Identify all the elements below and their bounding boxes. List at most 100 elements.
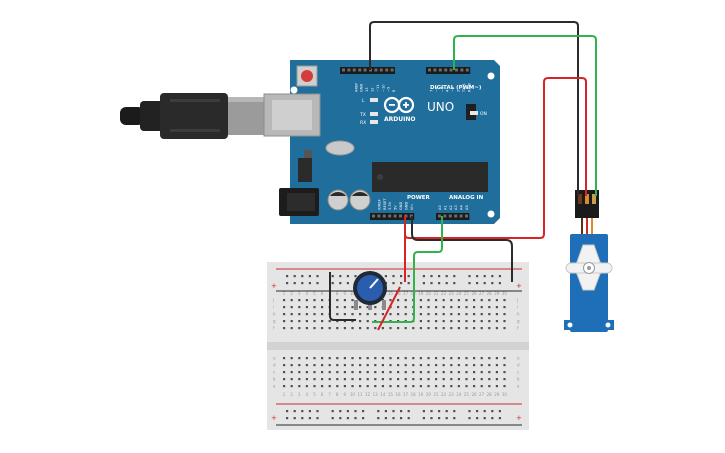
terminal-hole[interactable] — [457, 385, 460, 388]
terminal-hole[interactable] — [283, 385, 286, 388]
terminal-hole[interactable] — [480, 299, 483, 302]
terminal-hole[interactable] — [290, 357, 293, 360]
rail-hole[interactable] — [346, 410, 349, 413]
terminal-hole[interactable] — [381, 385, 384, 388]
terminal-hole[interactable] — [473, 371, 476, 374]
terminal-hole[interactable] — [503, 357, 506, 360]
terminal-hole[interactable] — [343, 357, 346, 360]
terminal-hole[interactable] — [298, 299, 301, 302]
rail-hole[interactable] — [453, 410, 456, 413]
terminal-hole[interactable] — [427, 385, 430, 388]
terminal-hole[interactable] — [419, 357, 422, 360]
digital-header-pin[interactable] — [460, 68, 464, 72]
terminal-hole[interactable] — [427, 357, 430, 360]
rail-hole[interactable] — [331, 275, 334, 278]
terminal-hole[interactable] — [397, 357, 400, 360]
terminal-hole[interactable] — [336, 357, 339, 360]
terminal-hole[interactable] — [435, 371, 438, 374]
power-header-pin[interactable] — [377, 214, 381, 218]
rail-hole[interactable] — [354, 275, 357, 278]
terminal-hole[interactable] — [305, 371, 308, 374]
terminal-hole[interactable] — [427, 327, 430, 330]
terminal-hole[interactable] — [495, 327, 498, 330]
terminal-hole[interactable] — [343, 371, 346, 374]
terminal-hole[interactable] — [298, 385, 301, 388]
terminal-hole[interactable] — [283, 306, 286, 309]
terminal-hole[interactable] — [435, 378, 438, 381]
digital-header-pin[interactable] — [352, 68, 356, 72]
terminal-hole[interactable] — [442, 357, 445, 360]
terminal-hole[interactable] — [359, 364, 362, 367]
terminal-hole[interactable] — [305, 313, 308, 316]
terminal-hole[interactable] — [480, 306, 483, 309]
potentiometer[interactable] — [353, 271, 387, 310]
terminal-hole[interactable] — [351, 357, 354, 360]
terminal-hole[interactable] — [313, 313, 316, 316]
terminal-hole[interactable] — [404, 313, 407, 316]
rail-hole[interactable] — [308, 275, 311, 278]
terminal-hole[interactable] — [480, 313, 483, 316]
terminal-hole[interactable] — [283, 327, 286, 330]
digital-header-pin[interactable] — [390, 68, 394, 72]
rail-hole[interactable] — [286, 417, 289, 420]
terminal-hole[interactable] — [351, 313, 354, 316]
rail-hole[interactable] — [339, 282, 342, 285]
rail-hole[interactable] — [346, 275, 349, 278]
terminal-hole[interactable] — [328, 378, 331, 381]
rail-hole[interactable] — [316, 282, 319, 285]
terminal-hole[interactable] — [336, 371, 339, 374]
terminal-hole[interactable] — [328, 357, 331, 360]
terminal-hole[interactable] — [473, 306, 476, 309]
terminal-hole[interactable] — [305, 385, 308, 388]
terminal-hole[interactable] — [366, 320, 369, 323]
rail-hole[interactable] — [339, 410, 342, 413]
terminal-hole[interactable] — [313, 357, 316, 360]
terminal-hole[interactable] — [359, 327, 362, 330]
rail-hole[interactable] — [491, 417, 494, 420]
terminal-hole[interactable] — [450, 299, 453, 302]
terminal-hole[interactable] — [495, 313, 498, 316]
terminal-hole[interactable] — [321, 306, 324, 309]
terminal-hole[interactable] — [389, 378, 392, 381]
terminal-hole[interactable] — [290, 299, 293, 302]
analog-header-pin[interactable] — [454, 214, 458, 218]
terminal-hole[interactable] — [495, 320, 498, 323]
terminal-hole[interactable] — [450, 320, 453, 323]
terminal-hole[interactable] — [397, 378, 400, 381]
wire-gnd-potentiometer[interactable] — [329, 272, 356, 321]
terminal-hole[interactable] — [427, 371, 430, 374]
rail-hole[interactable] — [438, 282, 441, 285]
terminal-hole[interactable] — [336, 299, 339, 302]
rail-hole[interactable] — [392, 417, 395, 420]
rail-hole[interactable] — [354, 410, 357, 413]
rail-hole[interactable] — [483, 410, 486, 413]
rail-hole[interactable] — [476, 417, 479, 420]
terminal-hole[interactable] — [359, 385, 362, 388]
analog-header-pin[interactable] — [459, 214, 463, 218]
rail-hole[interactable] — [331, 282, 334, 285]
terminal-hole[interactable] — [427, 313, 430, 316]
terminal-hole[interactable] — [457, 378, 460, 381]
terminal-hole[interactable] — [305, 306, 308, 309]
terminal-hole[interactable] — [298, 320, 301, 323]
terminal-hole[interactable] — [321, 327, 324, 330]
terminal-hole[interactable] — [442, 364, 445, 367]
terminal-hole[interactable] — [427, 299, 430, 302]
rail-hole[interactable] — [498, 417, 501, 420]
rail-hole[interactable] — [498, 275, 501, 278]
terminal-hole[interactable] — [457, 357, 460, 360]
power-header-pin[interactable] — [393, 214, 397, 218]
rail-hole[interactable] — [430, 410, 433, 413]
terminal-hole[interactable] — [503, 327, 506, 330]
terminal-hole[interactable] — [290, 378, 293, 381]
terminal-hole[interactable] — [397, 385, 400, 388]
terminal-hole[interactable] — [503, 378, 506, 381]
terminal-hole[interactable] — [457, 306, 460, 309]
terminal-hole[interactable] — [404, 327, 407, 330]
terminal-hole[interactable] — [412, 364, 415, 367]
terminal-hole[interactable] — [328, 371, 331, 374]
terminal-hole[interactable] — [366, 327, 369, 330]
terminal-hole[interactable] — [290, 327, 293, 330]
terminal-hole[interactable] — [336, 327, 339, 330]
rail-hole[interactable] — [339, 417, 342, 420]
